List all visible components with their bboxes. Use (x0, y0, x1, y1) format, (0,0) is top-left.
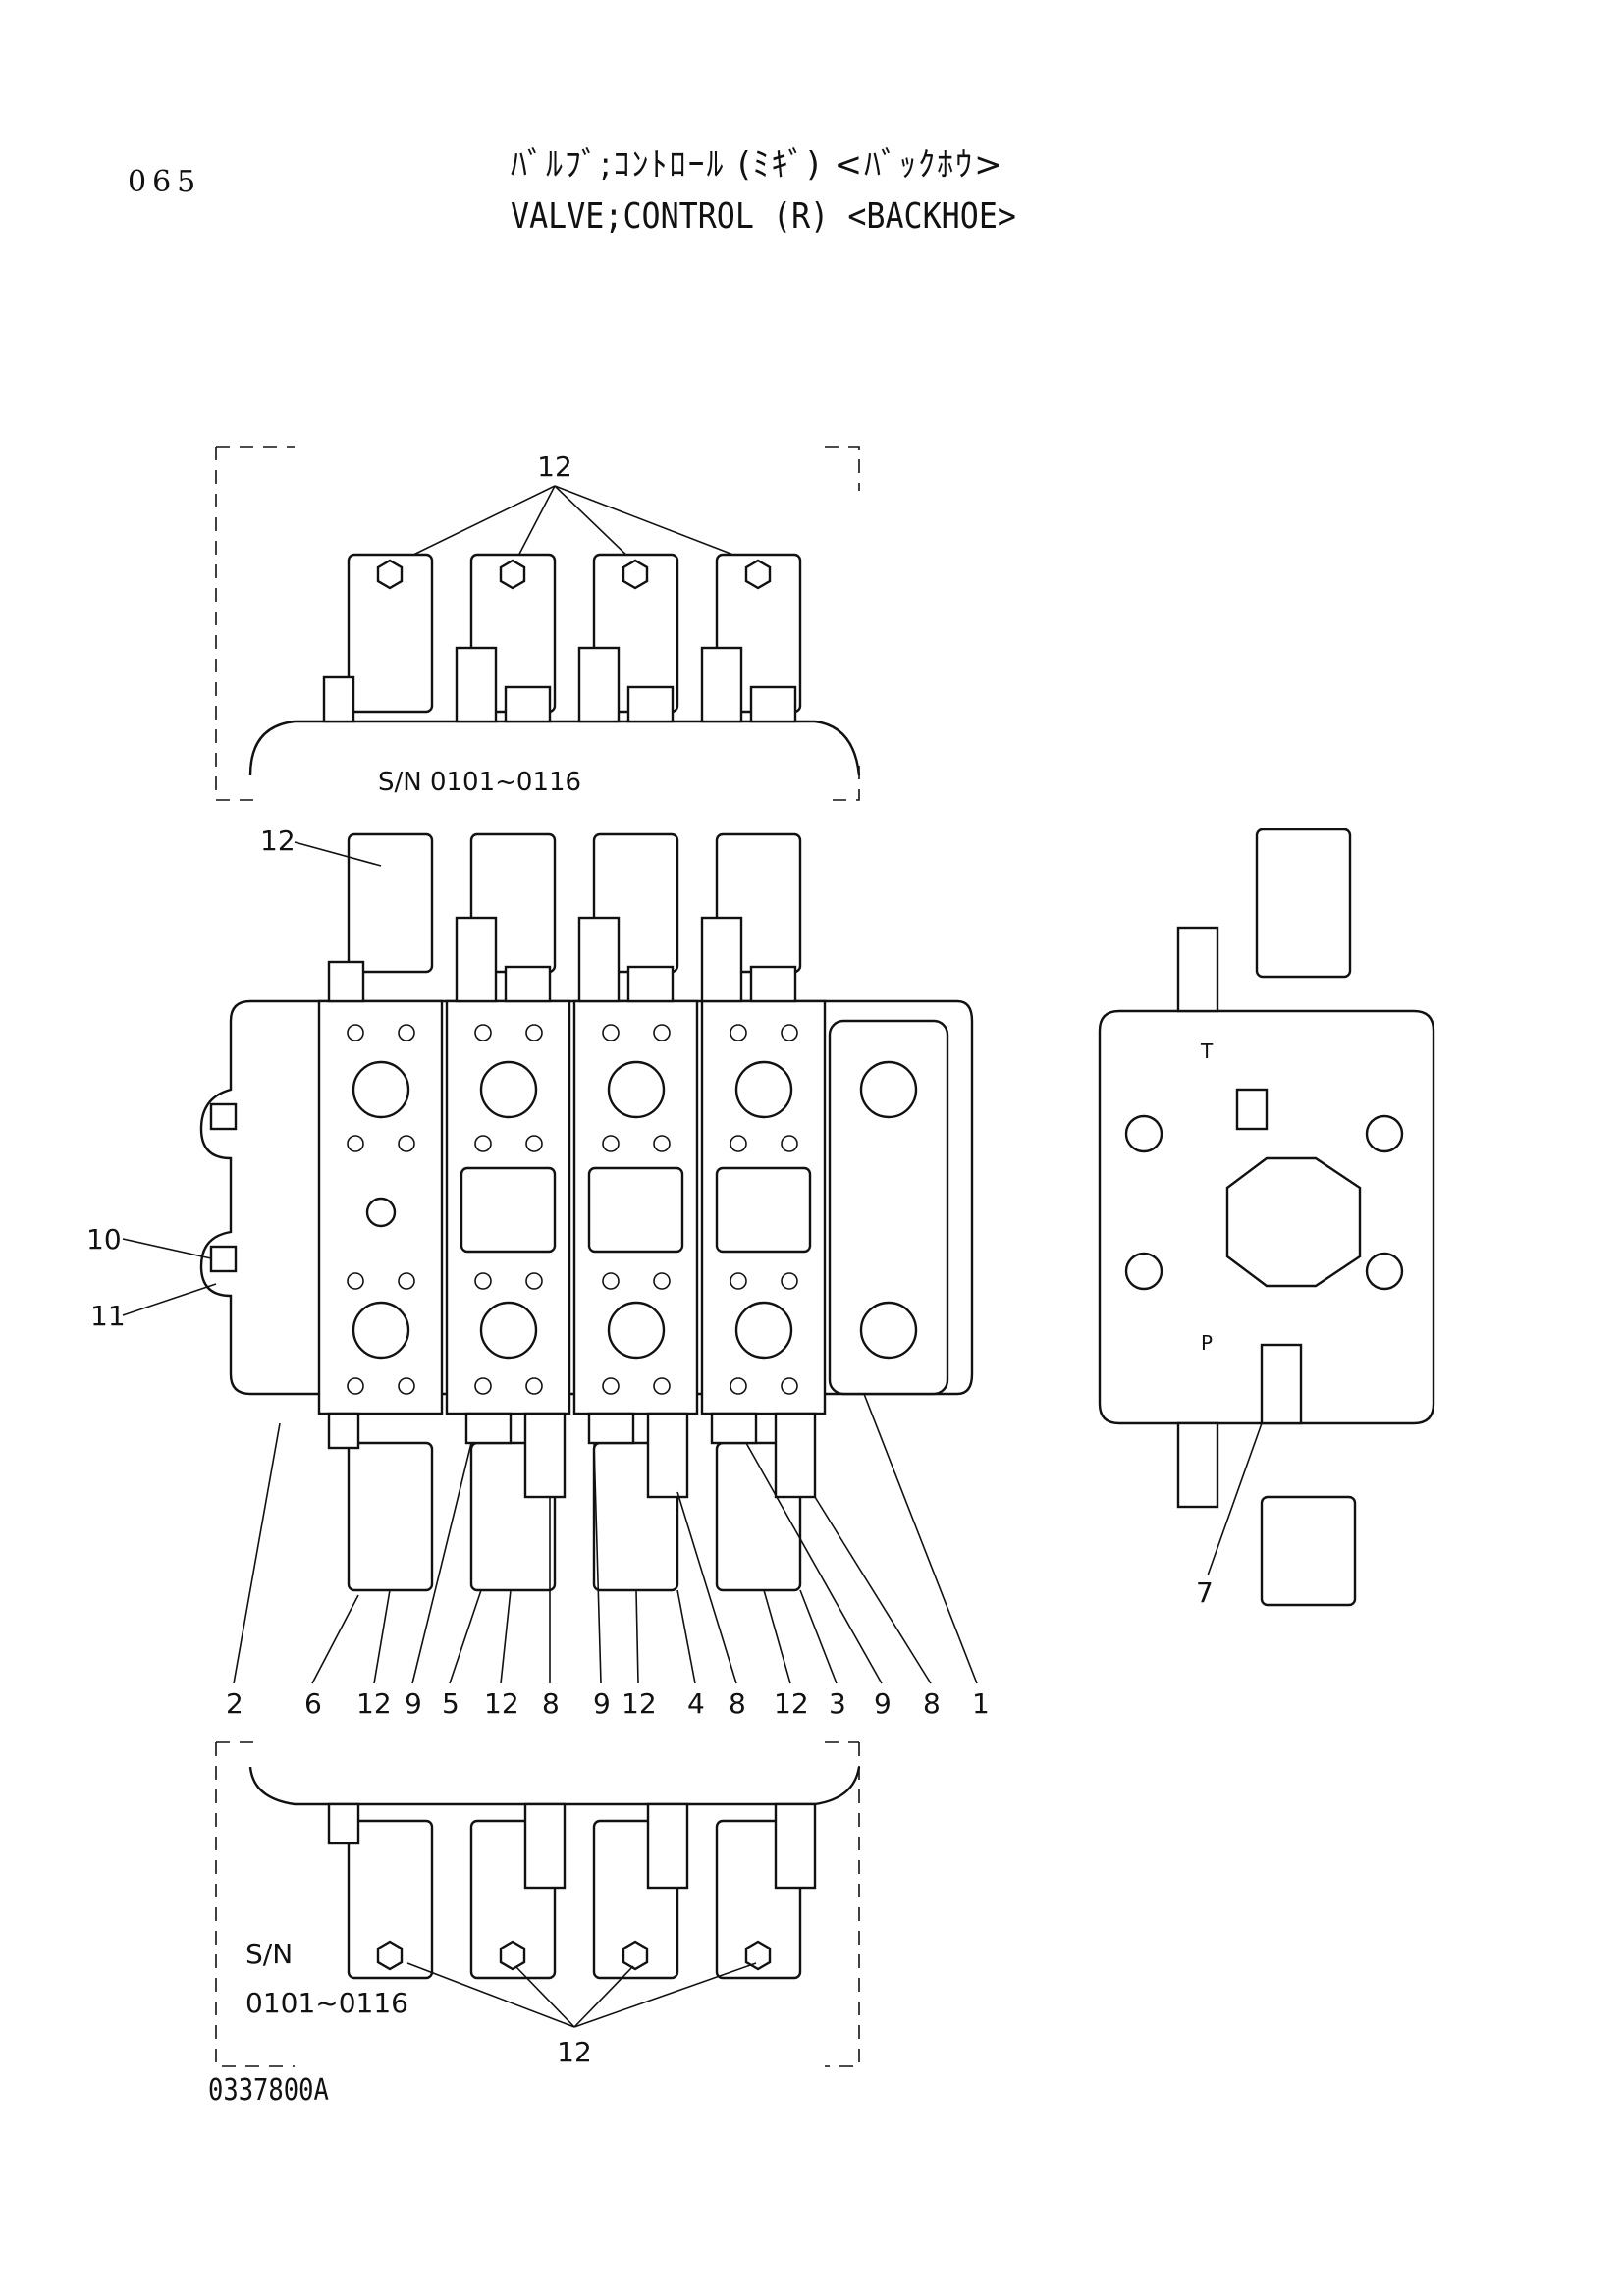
callout-bottom-1: 6 (304, 1687, 322, 1720)
drawing-number: 0337800A (208, 2073, 329, 2108)
callout-bottom-15: 1 (972, 1687, 990, 1720)
valve-side-view: T P (1098, 828, 1435, 1607)
callout-12-top: 12 (260, 825, 296, 857)
bottom-inset-spools (327, 1802, 817, 1980)
callout-11: 11 (90, 1300, 126, 1332)
callout-bottom-2: 12 (356, 1687, 392, 1720)
top-inset: 12 S/N 0101~0116 (215, 446, 861, 801)
bottom-inset-callout: 12 (557, 2036, 592, 2068)
callout-bottom-12: 3 (829, 1687, 846, 1720)
callout-7: 7 (1196, 1576, 1214, 1609)
title-english: VALVE;CONTROL (R) <BACKHOE> (511, 196, 1016, 237)
callout-bottom-0: 2 (226, 1687, 243, 1720)
title-japanese: ﾊﾞﾙﾌﾞ;ｺﾝﾄﾛｰﾙ (ﾐｷﾞ) <ﾊﾞｯｸﾎｳ> (511, 145, 1004, 185)
port-p-label: P (1201, 1331, 1213, 1355)
callout-bottom-5: 12 (484, 1687, 519, 1720)
callout-10: 10 (86, 1223, 122, 1255)
callout-bottom-8: 12 (622, 1687, 657, 1720)
callout-bottom-14: 8 (923, 1687, 941, 1720)
callout-bottom-10: 8 (729, 1687, 746, 1720)
port-t-label: T (1200, 1040, 1214, 1063)
front-bottom-spools (327, 1412, 817, 1592)
top-inset-callout: 12 (537, 451, 572, 483)
callout-bottom-13: 9 (874, 1687, 892, 1720)
callout-bottom-9: 4 (687, 1687, 705, 1720)
valve-front-view (199, 832, 974, 1592)
top-inset-sn: S/N 0101~0116 (378, 768, 581, 797)
main-callouts: 12 10 11 7 2 6 12 (86, 825, 1263, 1720)
bottom-inset-sn-prefix: S/N (245, 1938, 293, 1970)
front-top-spools (327, 832, 802, 1003)
callout-bottom-3: 9 (405, 1687, 422, 1720)
callout-bottom-7: 9 (593, 1687, 611, 1720)
top-inset-spools (322, 553, 802, 723)
callout-bottom-11: 12 (774, 1687, 809, 1720)
bottom-inset: S/N 0101~0116 12 (215, 1741, 861, 2068)
callout-bottom-4: 5 (442, 1687, 460, 1720)
bottom-inset-sn-range: 0101~0116 (245, 1987, 408, 2019)
page-number: 065 (128, 165, 202, 199)
callout-bottom-6: 8 (542, 1687, 560, 1720)
